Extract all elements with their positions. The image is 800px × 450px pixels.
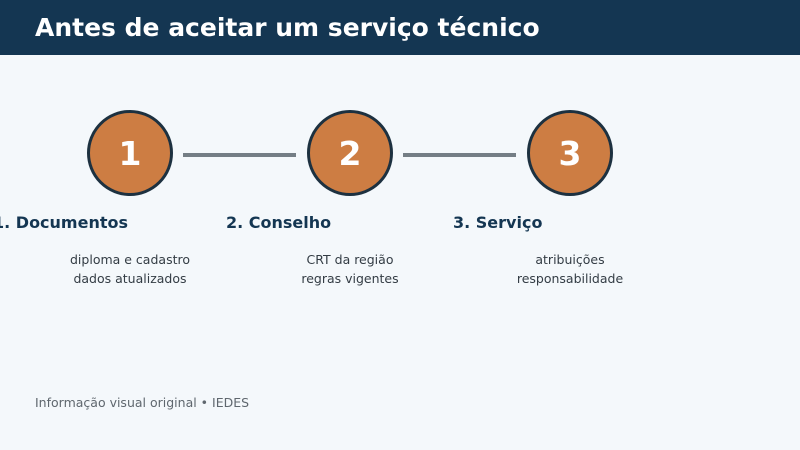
step-1-line-1: diploma e cadastro [70, 252, 190, 267]
step-3-title: 3. Serviço [453, 213, 543, 232]
step-2-line-1: CRT da região [306, 252, 394, 267]
connector-line-1-2 [183, 153, 296, 157]
step-2-number: 2 [338, 133, 362, 173]
header-bar: Antes de aceitar um serviço técnico [0, 0, 800, 55]
step-3-description: atribuições responsabilidade [470, 251, 670, 288]
step-3-line-2: responsabilidade [516, 270, 624, 286]
step-3-line-1: atribuições [535, 252, 605, 267]
footer-credit: Informação visual original • IEDES [35, 395, 250, 410]
step-3-number: 3 [558, 133, 582, 173]
connector-line-2-3 [403, 153, 516, 157]
step-2-description: CRT da região regras vigentes [250, 251, 450, 288]
step-1-circle: 1 [87, 110, 173, 196]
step-2-title: 2. Conselho [226, 213, 332, 232]
step-2-circle: 2 [307, 110, 393, 196]
page-title: Antes de aceitar um serviço técnico [35, 13, 540, 42]
step-1-description: diploma e cadastro dados atualizados [30, 251, 230, 288]
step-1-number: 1 [118, 133, 142, 173]
step-3-circle: 3 [527, 110, 613, 196]
step-2-line-2: regras vigentes [301, 270, 399, 286]
step-1-title: 1. Documentos [0, 213, 129, 232]
step-1-line-2: dados atualizados [73, 270, 187, 286]
